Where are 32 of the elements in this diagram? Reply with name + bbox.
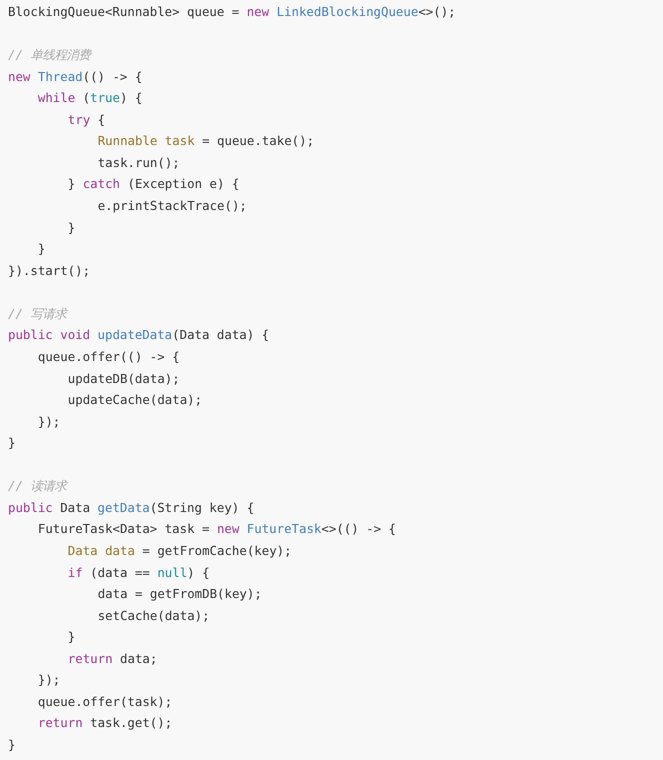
code-line: queue.offer(() -> { (38, 348, 180, 365)
code-line: updateDB(data); (68, 370, 180, 387)
code-line: public void updateData(Data data) { (8, 327, 270, 344)
code-line: Runnable task = queue.take(); (98, 133, 314, 150)
code-comment: // 写请求 (8, 306, 66, 322)
code-line: try { (68, 112, 106, 128)
code-comment: // 单线程消费 (8, 47, 90, 64)
code-line: } (8, 435, 16, 452)
code-comment: // 读请求 (8, 478, 66, 494)
code-line: new Thread(() -> { (8, 68, 142, 85)
code-line: }); (38, 414, 60, 430)
code-line: }).start(); (8, 262, 90, 279)
code-line: updateCache(data); (68, 392, 202, 408)
code-line: return data; (68, 650, 158, 667)
code-line: } (68, 220, 76, 236)
code-line: } (68, 629, 76, 646)
code-line: } catch (Exception e) { (68, 176, 240, 192)
code-line: task.run(); (98, 154, 180, 171)
code-line: public Data getData(String key) { (8, 500, 254, 516)
code-line: setCache(data); (98, 608, 210, 624)
code-line: FutureTask<Data> task = new FutureTask<>(() -> { (38, 521, 396, 538)
code-line: e.printStackTrace(); (98, 198, 247, 214)
code-line: if (data == null) { (68, 564, 210, 581)
code-line: } (38, 241, 46, 258)
code-line: Data data = getFromCache(key); (68, 543, 292, 559)
code-line: return task.get(); (38, 715, 172, 732)
code-line: while (true) { (38, 90, 142, 106)
code-line: BlockingQueue<Runnable> queue = new LinkedBlockingQueue<>(); (8, 4, 456, 20)
code-line: }); (38, 672, 60, 688)
code-line: data = getFromDB(key); (98, 586, 262, 602)
code-line: queue.offer(task); (38, 694, 172, 710)
code-line: } (8, 737, 16, 754)
